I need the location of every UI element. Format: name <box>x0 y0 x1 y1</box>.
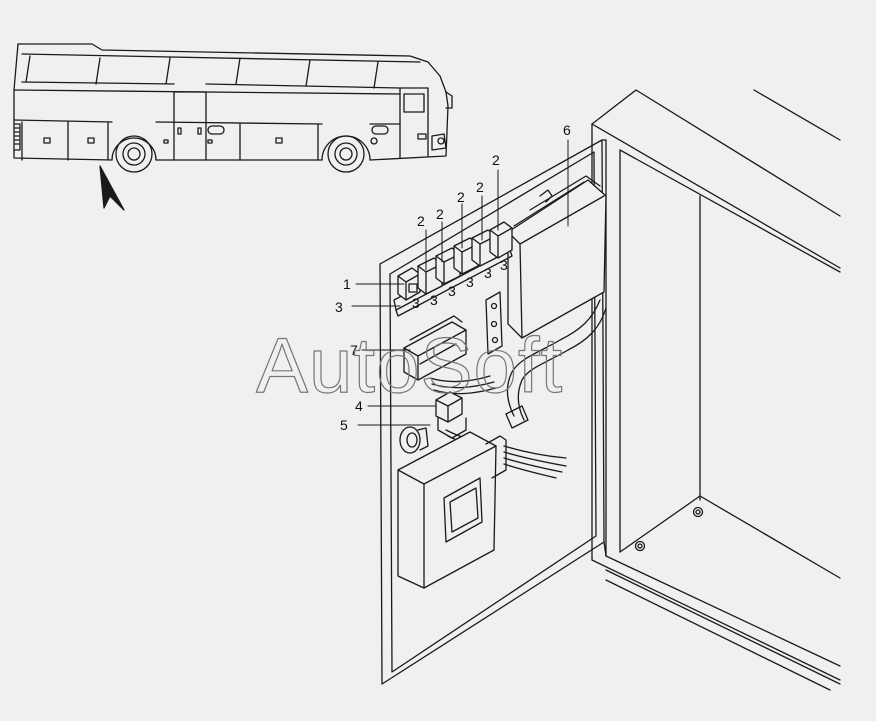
callout-label-5: 5 <box>340 417 348 433</box>
callout-label-6: 6 <box>563 122 571 138</box>
bus-illustration <box>13 43 453 211</box>
relay-mark: 3 <box>412 295 420 311</box>
door-panel <box>379 139 607 685</box>
callout-label-1: 1 <box>343 276 351 292</box>
callout-label-2: 2 <box>457 189 465 205</box>
relay-1 <box>397 267 421 301</box>
relay-mark: 3 <box>500 257 508 273</box>
callout-label-2: 2 <box>436 206 444 222</box>
callout-label-2: 2 <box>492 152 500 168</box>
lower-control-unit <box>397 431 567 589</box>
electrical-box <box>591 89 841 691</box>
mounting-bracket <box>485 291 503 355</box>
control-module-6 <box>505 175 607 429</box>
relay-mark: 3 <box>484 265 492 281</box>
leader-lines <box>351 139 569 426</box>
relay-mark: 3 <box>466 274 474 290</box>
pointer-arrow <box>99 165 125 211</box>
relay-mark: 3 <box>448 283 456 299</box>
watermark: AutoSoft <box>256 321 563 409</box>
callout-label-2: 2 <box>417 213 425 229</box>
callout-label-3: 3 <box>335 299 343 315</box>
callout-label-2: 2 <box>476 179 484 195</box>
callout-label-7: 7 <box>350 342 358 358</box>
callouts: 1 3 7 4 5 2 2 2 2 2 6 <box>335 122 571 433</box>
callout-label-4: 4 <box>355 398 363 414</box>
relay-2e <box>489 221 513 259</box>
relay-mark: 3 <box>430 292 438 308</box>
component-7 <box>403 315 497 395</box>
